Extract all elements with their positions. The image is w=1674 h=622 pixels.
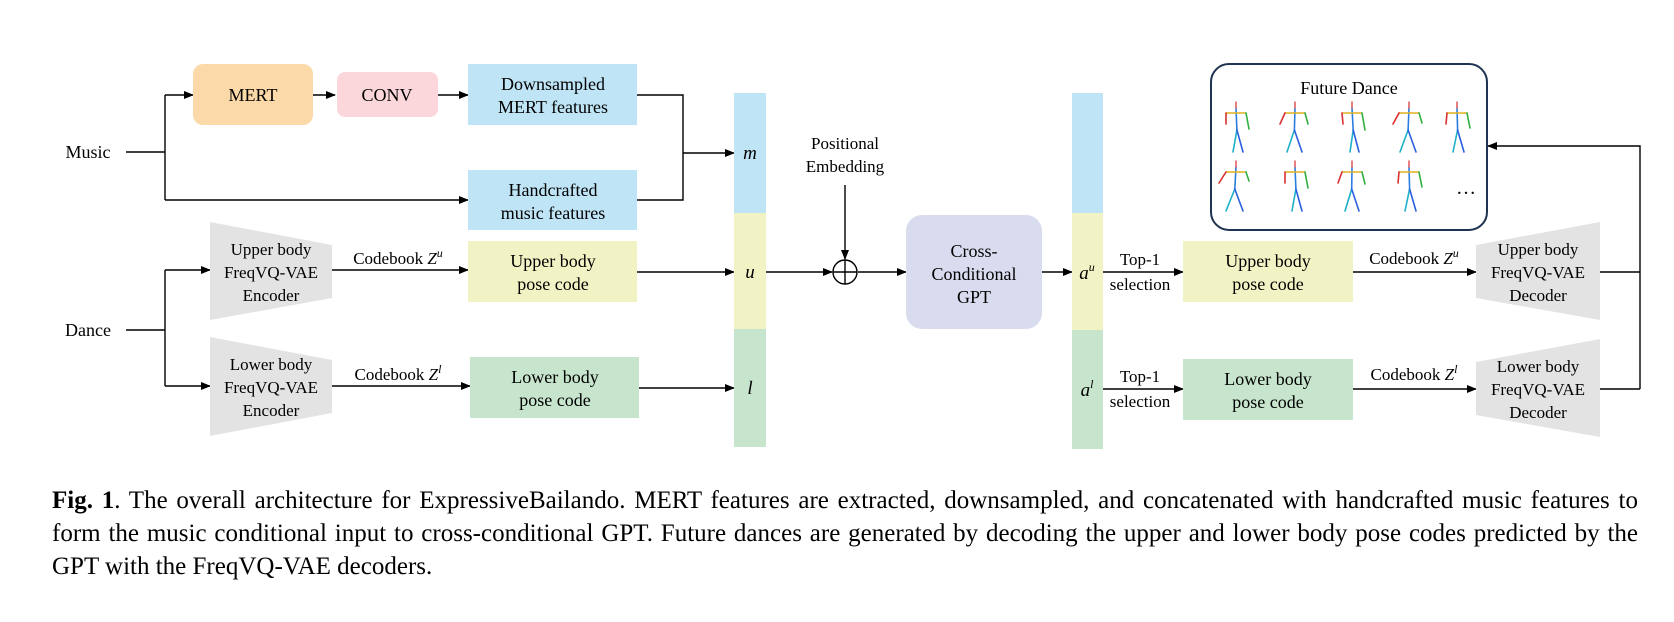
gpt-box: Cross- Conditional GPT	[906, 215, 1042, 329]
upper-encoder-line-1: Upper body	[231, 240, 312, 259]
lower-encoder: Lower body FreqVQ-VAE Encoder	[210, 337, 332, 436]
conv-box: CONV	[337, 72, 438, 117]
positional-line-1: Positional	[811, 134, 879, 153]
codebook-lower-label: Codebook Zl	[355, 362, 443, 384]
lower-decoder-line-2: FreqVQ-VAE	[1491, 380, 1585, 399]
lower-encoder-line-1: Lower body	[230, 355, 313, 374]
upper-pose-line-1: Upper body	[510, 251, 595, 271]
upper-decoder-line-2: FreqVQ-VAE	[1491, 263, 1585, 282]
mert-label: MERT	[229, 85, 278, 105]
future-dance-panel: Future Dance …	[1210, 63, 1488, 231]
selection-upper-line-2: selection	[1110, 275, 1171, 294]
figure-caption: Fig. 1. The overall architecture for Exp…	[52, 484, 1638, 583]
output-lower-pose-line-1: Lower body	[1224, 369, 1311, 389]
pose-figure	[1337, 160, 1366, 212]
lower-decoder-line-1: Lower body	[1497, 357, 1580, 376]
downsampled-line-2: MERT features	[498, 97, 608, 117]
selection-lower-line-2: selection	[1110, 392, 1171, 411]
gpt-line-2: Conditional	[932, 264, 1017, 284]
token-u: u	[745, 262, 755, 283]
output-upper-pose-code-box: Upper body pose code	[1183, 241, 1353, 302]
upper-pose-line-2: pose code	[517, 274, 588, 294]
pose-figure	[1341, 101, 1366, 153]
upper-encoder: Upper body FreqVQ-VAE Encoder	[210, 222, 332, 320]
token-a-upper: au	[1079, 260, 1095, 284]
upper-decoder-line-3: Decoder	[1509, 286, 1567, 305]
future-dance-title: Future Dance	[1300, 78, 1397, 98]
token-l: l	[747, 378, 752, 399]
codebook-upper-label: Codebook Zu	[353, 246, 443, 268]
token-a-lower: al	[1081, 377, 1095, 401]
pose-figure	[1445, 101, 1471, 153]
connector-lines	[126, 91, 1641, 393]
selection-upper-line-1: Top-1	[1120, 250, 1160, 269]
token-m: m	[743, 143, 757, 164]
mert-box: MERT	[193, 64, 313, 125]
downsampled-mert-box: Downsampled MERT features	[468, 64, 637, 125]
pose-figure	[1218, 160, 1250, 212]
upper-pose-code-box: Upper body pose code	[468, 241, 637, 302]
lower-decoder: Lower body FreqVQ-VAE Decoder	[1476, 339, 1600, 437]
pose-figure	[1279, 101, 1309, 153]
handcrafted-line-1: Handcrafted	[509, 180, 598, 200]
dance-pose-figures	[1218, 101, 1471, 212]
caption-label: Fig. 1	[52, 487, 115, 514]
pose-figure	[1397, 160, 1423, 212]
output-upper-pose-line-1: Upper body	[1225, 251, 1310, 271]
pose-figure	[1284, 160, 1309, 212]
output-token-column: au al	[1072, 93, 1103, 449]
selection-lower-line-1: Top-1	[1120, 367, 1160, 386]
future-dance-ellipsis: …	[1456, 177, 1476, 199]
codebook-lower-decoder-label: Codebook Zl	[1371, 362, 1459, 384]
gpt-line-3: GPT	[957, 287, 991, 307]
output-lower-pose-code-box: Lower body pose code	[1183, 359, 1353, 420]
output-lower-pose-line-2: pose code	[1232, 392, 1303, 412]
pose-figure	[1392, 101, 1423, 153]
output-upper-pose-line-2: pose code	[1232, 274, 1303, 294]
lower-decoder-line-3: Decoder	[1509, 403, 1567, 422]
upper-decoder-line-1: Upper body	[1498, 240, 1579, 259]
lower-pose-line-1: Lower body	[511, 367, 598, 387]
pose-figure	[1225, 101, 1250, 153]
lower-encoder-line-3: Encoder	[243, 401, 300, 420]
handcrafted-line-2: music features	[501, 203, 605, 223]
dance-input-label: Dance	[65, 320, 111, 340]
add-operator-icon	[832, 259, 858, 285]
input-token-column: m u l	[734, 93, 766, 447]
architecture-diagram: Music Dance MERT CONV Downsampled MERT f…	[65, 63, 1641, 449]
lower-encoder-line-2: FreqVQ-VAE	[224, 378, 318, 397]
positional-line-2: Embedding	[806, 157, 885, 176]
caption-text: . The overall architecture for Expressiv…	[52, 487, 1638, 580]
codebook-upper-decoder-label: Codebook Zu	[1369, 246, 1459, 268]
gpt-line-1: Cross-	[950, 241, 997, 261]
conv-label: CONV	[361, 85, 412, 105]
music-input-label: Music	[66, 142, 111, 162]
lower-pose-code-box: Lower body pose code	[470, 357, 639, 418]
handcrafted-features-box: Handcrafted music features	[468, 170, 637, 230]
upper-encoder-line-2: FreqVQ-VAE	[224, 263, 318, 282]
upper-encoder-line-3: Encoder	[243, 286, 300, 305]
upper-decoder: Upper body FreqVQ-VAE Decoder	[1476, 222, 1600, 320]
lower-pose-line-2: pose code	[519, 390, 590, 410]
downsampled-line-1: Downsampled	[501, 74, 605, 94]
